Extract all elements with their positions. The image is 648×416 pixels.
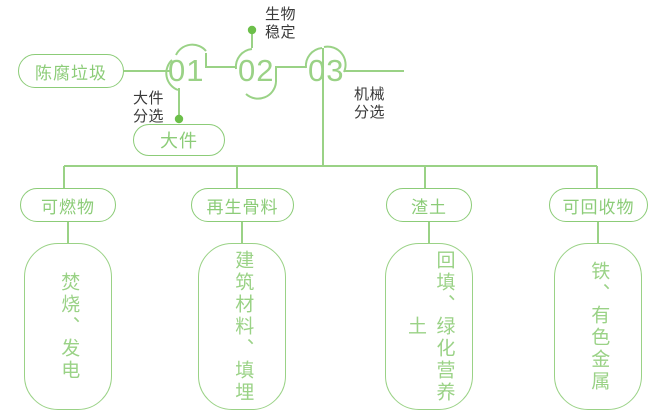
source-node-label: 陈腐垃圾: [35, 63, 107, 83]
output-detail-box-3[interactable]: 回填、绿化营养土: [385, 243, 473, 410]
step01-annotation: 大件分选: [133, 90, 165, 126]
output-detail-box-4[interactable]: 铁、有色金属: [554, 243, 642, 410]
dot-bio-branch: [247, 25, 257, 35]
output-detail-box-1[interactable]: 焚烧、发电: [24, 243, 112, 410]
output-detail-box-2[interactable]: 建筑材料、填埋: [198, 243, 286, 410]
output-pill-1[interactable]: 可燃物: [20, 188, 116, 222]
step03-annotation: 机械分选: [354, 86, 386, 122]
output-detail-2-text: 建筑材料、填埋: [232, 249, 254, 404]
output-pill-4[interactable]: 可回收物: [549, 188, 648, 222]
output-pill-3[interactable]: 渣土: [386, 188, 472, 222]
step-number-01[interactable]: 01: [168, 53, 205, 88]
output-detail-1-text: 焚烧、发电: [58, 271, 80, 382]
step02-annotation: 生物稳定: [265, 6, 297, 42]
output-pill-4-label: 可回收物: [562, 197, 635, 217]
output-detail-3-text: 回填、绿化营养土: [405, 249, 455, 404]
output-node-bulky[interactable]: 大件: [133, 124, 225, 156]
line-step01-to-step02: [205, 53, 236, 68]
line-step02-to-step03: [275, 66, 306, 82]
output-node-bulky-label: 大件: [160, 131, 198, 151]
step-number-03[interactable]: 03: [308, 53, 345, 88]
output-pill-2[interactable]: 再生骨料: [191, 188, 294, 222]
step-number-02[interactable]: 02: [238, 53, 275, 88]
output-detail-4-text: 铁、有色金属: [588, 260, 610, 393]
output-pill-3-label: 渣土: [411, 197, 447, 217]
source-node-chenfu-laji[interactable]: 陈腐垃圾: [18, 54, 124, 88]
dot-bulky-branch: [174, 114, 184, 124]
output-pill-2-label: 再生骨料: [206, 197, 279, 217]
output-pill-1-label: 可燃物: [41, 197, 95, 217]
